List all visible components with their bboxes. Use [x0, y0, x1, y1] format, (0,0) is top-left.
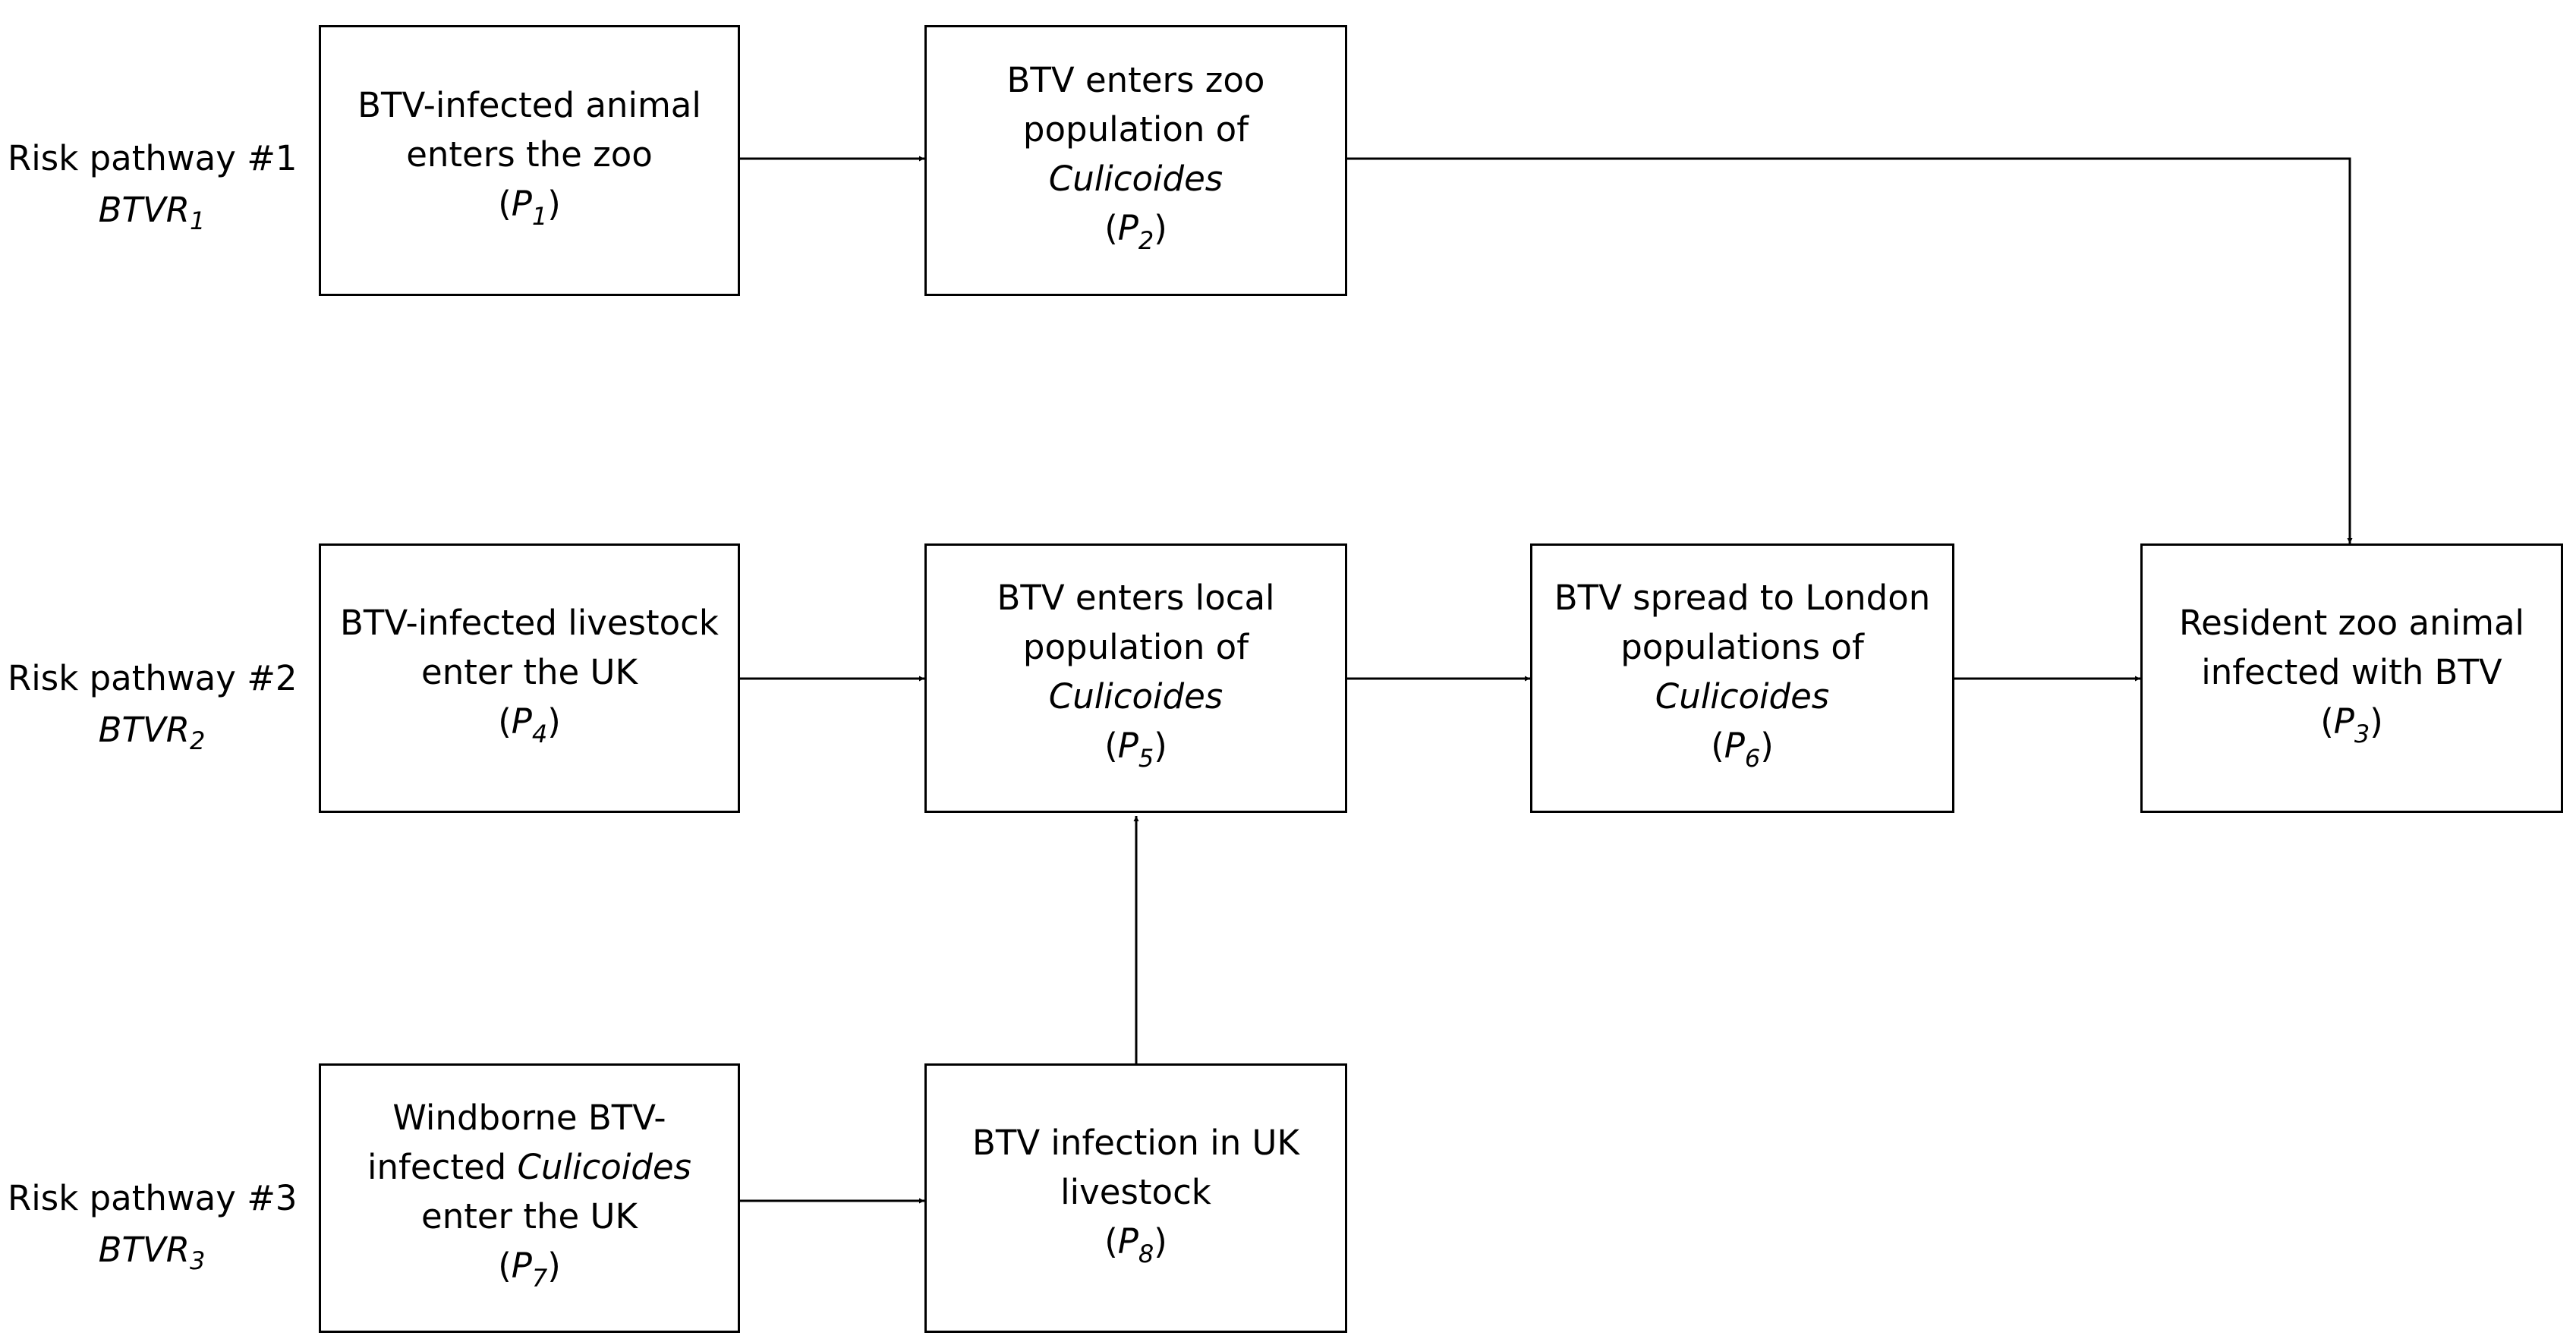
node-p1-symbol: (P1) — [498, 183, 561, 231]
node-p7: Windborne BTV- infected Culicoides enter… — [319, 1063, 740, 1333]
node-p2-text-2: population of — [1022, 109, 1249, 150]
pathway-2-title: Risk pathway #2 — [8, 658, 298, 698]
node-p2: BTV enters zoo population of Culicoides … — [924, 25, 1347, 296]
pathway-3-code: BTVR3 — [98, 1230, 206, 1275]
node-p8-symbol: (P8) — [1104, 1221, 1167, 1268]
node-p2-text-1: BTV enters zoo — [1006, 60, 1265, 100]
node-p1-text-2: enters the zoo — [406, 134, 653, 175]
node-p7-text-3: enter the UK — [421, 1196, 638, 1236]
node-p5-text-1: BTV enters local — [997, 578, 1275, 618]
pathway-3-title: Risk pathway #3 — [8, 1178, 298, 1218]
node-p7-text-1: Windborne BTV- — [392, 1098, 666, 1138]
node-p6-text-2: populations of — [1620, 627, 1864, 667]
node-p8: BTV infection in UK livestock (P8) — [924, 1063, 1347, 1333]
node-p5-text-3: Culicoides — [1048, 676, 1223, 717]
pathway-3-label: Risk pathway #3 BTVR3 — [8, 1173, 298, 1287]
node-p3-text-1: Resident zoo animal — [2178, 602, 2525, 643]
node-p2-symbol: (P2) — [1104, 208, 1167, 255]
node-p3-text-2: infected with BTV — [2201, 651, 2502, 692]
node-p5-text-2: population of — [1022, 627, 1249, 667]
node-p1-text-1: BTV-infected animal — [357, 84, 701, 125]
node-p7-text-2: infected Culicoides — [367, 1147, 691, 1187]
pathway-2-code: BTVR2 — [98, 710, 206, 755]
node-p3-symbol: (P3) — [2320, 701, 2383, 748]
node-p4-symbol: (P4) — [498, 701, 561, 748]
node-p4-text-2: enter the UK — [421, 651, 638, 692]
node-p5-symbol: (P5) — [1104, 726, 1167, 773]
pathway-1-code: BTVR1 — [98, 190, 206, 235]
node-p4: BTV-infected livestock enter the UK (P4) — [319, 543, 740, 813]
node-p1: BTV-infected animal enters the zoo (P1) — [319, 25, 740, 296]
pathway-2-label: Risk pathway #2 BTVR2 — [8, 653, 298, 767]
node-p2-text-3: Culicoides — [1048, 159, 1223, 199]
node-p5: BTV enters local population of Culicoide… — [924, 543, 1347, 813]
node-p6-text-3: Culicoides — [1655, 676, 1830, 717]
node-p6-text-1: BTV spread to London — [1554, 578, 1931, 618]
node-p3: Resident zoo animal infected with BTV (P… — [2140, 543, 2563, 813]
node-p8-text-1: BTV infection in UK — [972, 1122, 1299, 1163]
node-p6: BTV spread to London populations of Culi… — [1530, 543, 1954, 813]
node-p4-text-1: BTV-infected livestock — [340, 602, 719, 643]
pathway-1-title: Risk pathway #1 — [8, 138, 298, 178]
node-p7-symbol: (P7) — [498, 1246, 561, 1293]
node-p8-text-2: livestock — [1060, 1171, 1211, 1212]
node-p6-symbol: (P6) — [1711, 726, 1774, 773]
pathway-1-label: Risk pathway #1 BTVR1 — [8, 133, 298, 247]
arrow-p2-to-p3 — [1347, 157, 2353, 543]
